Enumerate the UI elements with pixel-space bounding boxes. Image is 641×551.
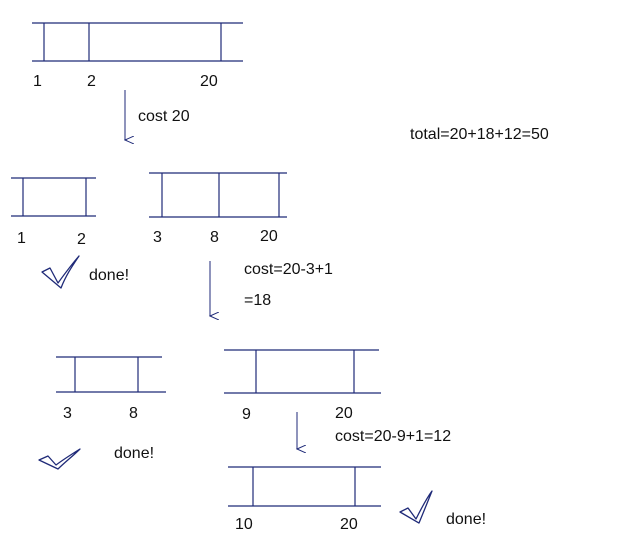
position-label: 20	[200, 73, 218, 90]
cost-label: cost=20-3+1	[244, 261, 333, 278]
position-label: 20	[340, 516, 358, 533]
position-label: 8	[129, 405, 138, 422]
stick-1-20	[32, 22, 243, 62]
checkmark-icon	[38, 448, 81, 470]
position-label: 2	[77, 231, 86, 248]
done-label: done!	[89, 267, 129, 284]
stick-10-20	[228, 466, 381, 507]
done-label: done!	[114, 445, 154, 462]
stick-3-20	[149, 172, 287, 218]
cost-label: cost=20-9+1=12	[335, 428, 451, 445]
checkmark-icon	[399, 490, 433, 524]
stick-9-20	[224, 349, 381, 394]
total-cost-label: total=20+18+12=50	[410, 126, 549, 143]
position-label: 1	[33, 73, 42, 90]
position-label: 9	[242, 406, 251, 423]
position-label: 10	[235, 516, 253, 533]
stick-1-2	[11, 177, 96, 217]
position-label: 3	[63, 405, 72, 422]
position-label: 20	[335, 405, 353, 422]
position-label: 2	[87, 73, 96, 90]
cost-label: cost 20	[138, 108, 190, 125]
done-label: done!	[446, 511, 486, 528]
position-label: 8	[210, 229, 219, 246]
position-label: 20	[260, 228, 278, 245]
cost-label: =18	[244, 292, 271, 309]
position-label: 1	[17, 230, 26, 247]
position-label: 3	[153, 229, 162, 246]
checkmark-icon	[41, 255, 80, 289]
stick-3-8	[56, 356, 166, 393]
